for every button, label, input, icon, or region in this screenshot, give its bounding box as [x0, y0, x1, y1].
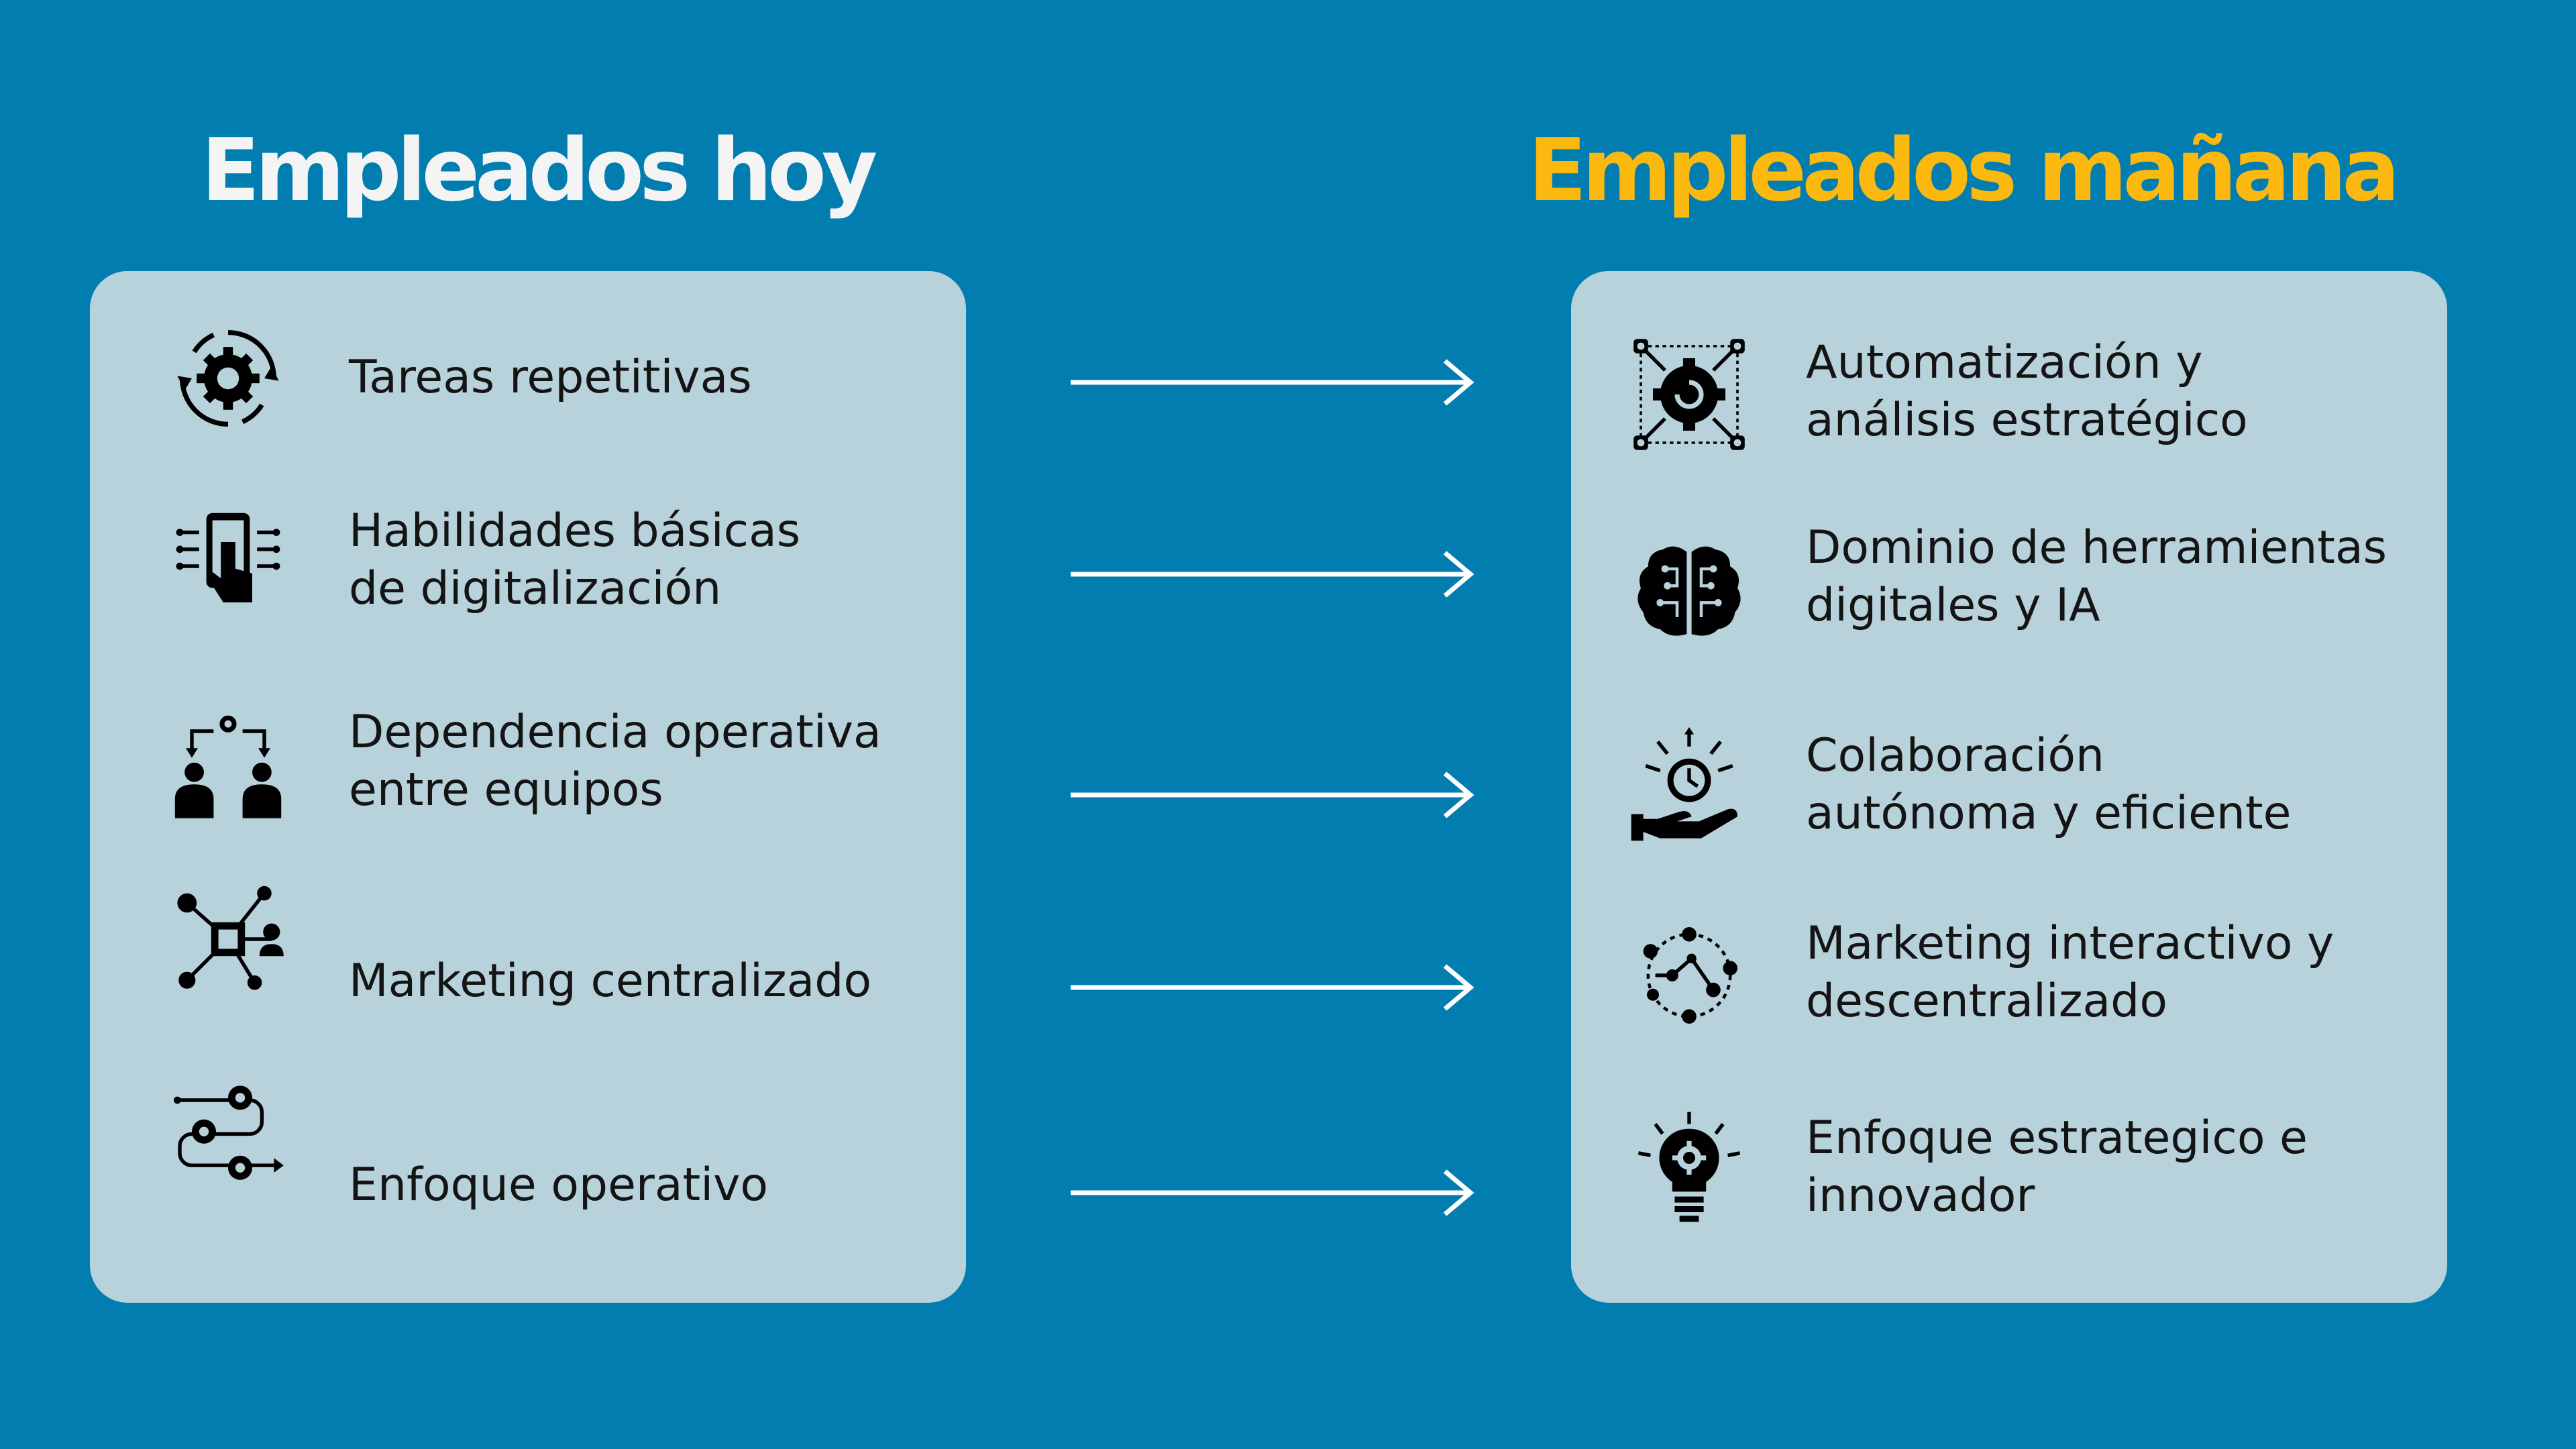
- title-tomorrow: Empleados mañana: [1528, 121, 2400, 221]
- team-dependency-icon: [168, 707, 288, 828]
- arrow-2: [1069, 547, 1476, 601]
- arrow-1: [1069, 356, 1476, 409]
- decentralized-network-icon: [1629, 915, 1750, 1036]
- item-label: Habilidades básicas de digitalización: [349, 504, 801, 615]
- panel-tomorrow: Automatización y análisis estratégico Do…: [1571, 271, 2447, 1303]
- phone-touch-icon: [168, 506, 288, 627]
- item-label: Automatización y análisis estratégico: [1806, 336, 2248, 447]
- gear-flow-icon: [168, 1076, 288, 1197]
- item-label: Enfoque estrategico e innovador: [1806, 1112, 2308, 1222]
- item-label: Marketing centralizado: [349, 955, 872, 1008]
- item-label: Dependencia operativa entre equipos: [349, 706, 881, 816]
- automation-network-icon: [1629, 334, 1750, 455]
- title-today: Empleados hoy: [201, 121, 877, 221]
- arrow-5: [1069, 1166, 1476, 1220]
- panel-today: Tareas repetitivas Habilidades básicas d…: [90, 271, 966, 1303]
- item-label: Colaboración autónoma y eficiente: [1806, 729, 2292, 840]
- ai-brain-icon: [1629, 533, 1750, 653]
- item-label: Marketing interactivo y descentralizado: [1806, 917, 2334, 1028]
- item-label: Enfoque operativo: [349, 1159, 768, 1212]
- arrow-3: [1069, 768, 1476, 822]
- hand-clock-icon: [1629, 727, 1750, 848]
- central-network-icon: [168, 879, 288, 1000]
- item-label: Tareas repetitivas: [349, 351, 752, 404]
- lightbulb-icon: [1629, 1110, 1750, 1230]
- item-label: Dominio de herramientas digitales y IA: [1806, 521, 2387, 632]
- arrow-4: [1069, 961, 1476, 1014]
- gear-cycle-icon: [168, 318, 288, 439]
